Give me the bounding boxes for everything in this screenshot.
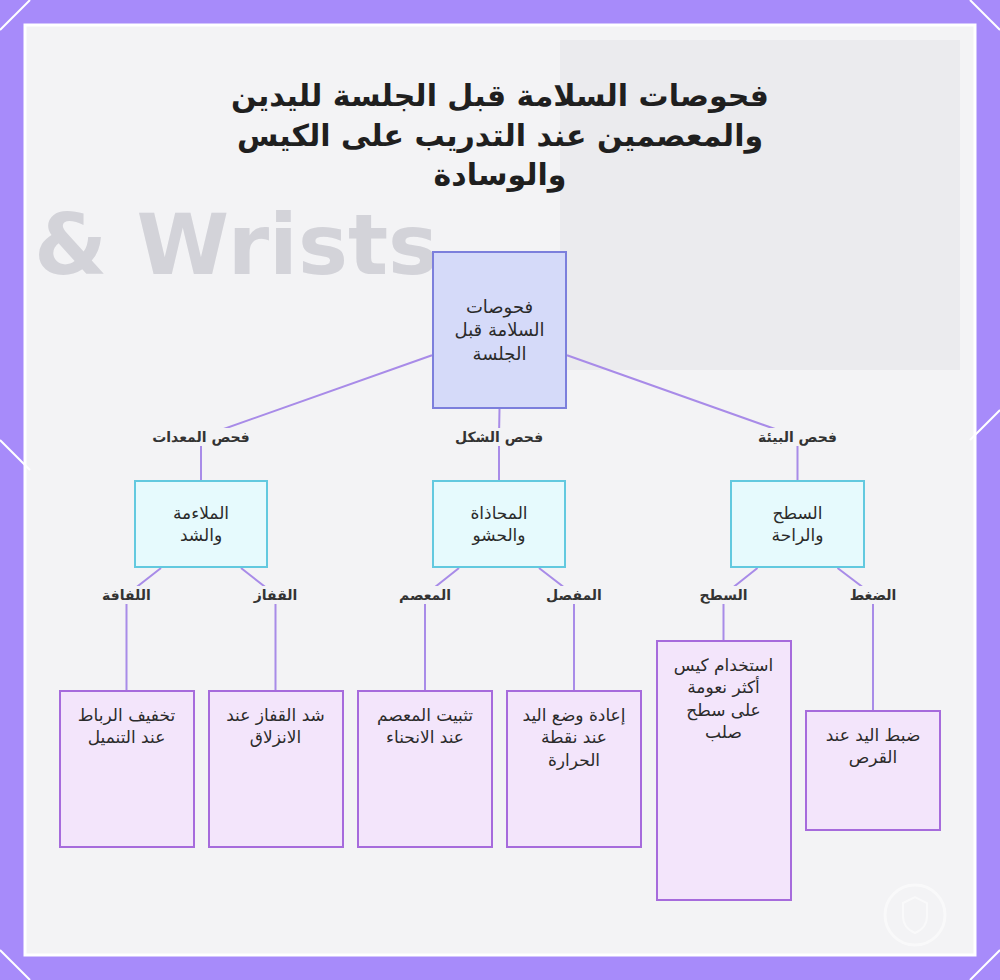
edge-label: الضغط: [846, 586, 901, 604]
node-text: تخفيف الرباط عند التنميل: [75, 704, 179, 749]
logo-badge: [885, 885, 945, 945]
inner-panel: [25, 25, 975, 955]
node-text: ضبط اليد عند القرص: [821, 724, 925, 769]
edge-label: فحص الشكل: [451, 428, 547, 446]
action-box: شد القفاز عند الانزلاق: [208, 690, 344, 848]
node-text: السطح والراحة: [753, 502, 843, 546]
action-box: استخدام كيس أكثر نعومة على سطح صلب: [656, 640, 792, 901]
action-box: تثبيت المعصم عند الانحناء: [357, 690, 493, 848]
edge-label: السطح: [695, 586, 751, 604]
node-text: فحوصات السلامة قبل الجلسة: [455, 295, 545, 365]
action-box: ضبط اليد عند القرص: [805, 710, 941, 831]
edge-label: المفصل: [542, 586, 606, 604]
diagram-title: فحوصات السلامة قبل الجلسة لليدين والمعصم…: [230, 76, 770, 195]
node-text: إعادة وضع اليد عند نقطة الحرارة: [522, 704, 626, 771]
action-box: إعادة وضع اليد عند نقطة الحرارة: [506, 690, 642, 848]
connector-line: [567, 355, 798, 480]
node-text: المحاذاة والحشو: [454, 502, 544, 546]
category-box: المحاذاة والحشو: [432, 480, 566, 568]
edge-label: اللفافة: [98, 586, 155, 604]
edge-label: القفاز: [250, 586, 302, 604]
connector-line: [201, 355, 432, 480]
node-text: الملاءمة والشد: [156, 502, 246, 546]
connector-line: [724, 568, 758, 640]
node-text: تثبيت المعصم عند الانحناء: [373, 704, 477, 749]
edge-label: المعصم: [395, 586, 455, 604]
edge-label: فحص البيئة: [754, 428, 841, 446]
node-text: شد القفاز عند الانزلاق: [224, 704, 328, 749]
edge-label: فحص المعدات: [148, 428, 254, 446]
category-box: السطح والراحة: [730, 480, 865, 568]
category-box: الملاءمة والشد: [134, 480, 268, 568]
node-text: استخدام كيس أكثر نعومة على سطح صلب: [672, 654, 776, 744]
root-box: فحوصات السلامة قبل الجلسة: [432, 251, 567, 409]
action-box: تخفيف الرباط عند التنميل: [59, 690, 195, 848]
watermark-text: & Wrists: [34, 196, 438, 294]
